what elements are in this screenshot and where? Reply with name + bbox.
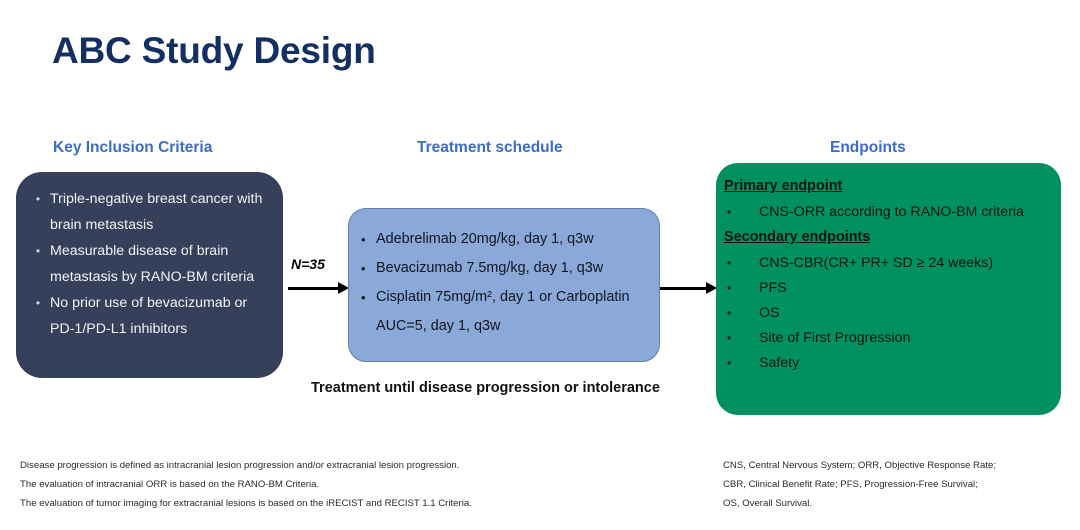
bullet-icon: •	[361, 232, 366, 247]
footnote-line: The evaluation of tumor imaging for extr…	[20, 498, 472, 509]
endpoints-panel: Primary endpoint • CNS-ORR according to …	[716, 163, 1061, 415]
enrollment-label: N=35	[291, 256, 325, 272]
secondary-endpoints-heading: Secondary endpoints	[724, 229, 871, 245]
endpoints-body: Primary endpoint • CNS-ORR according to …	[716, 163, 1061, 376]
list-item-label: OS	[759, 305, 780, 321]
column-header-inclusion: Key Inclusion Criteria	[53, 139, 213, 156]
footnote-line: CNS, Central Nervous System; ORR, Object…	[723, 460, 996, 471]
list-item-label: CNS-CBR(CR+ PR+ SD ≥ 24 weeks)	[759, 255, 994, 271]
page-title: ABC Study Design	[52, 30, 376, 71]
list-item: • Cisplatin 75mg/m², day 1 or Carboplati…	[361, 283, 649, 341]
list-item: • Adebrelimab 20mg/kg, day 1, q3w	[361, 225, 649, 254]
list-item: • CNS-CBR(CR+ PR+ SD ≥ 24 weeks)	[724, 251, 1051, 276]
list-item-label: Safety	[759, 355, 800, 371]
column-header-treatment: Treatment schedule	[417, 139, 563, 156]
bullet-icon: •	[727, 281, 732, 295]
treatment-schedule-list: • Adebrelimab 20mg/kg, day 1, q3w • Beva…	[349, 209, 659, 341]
bullet-icon: •	[361, 261, 366, 276]
list-item-label: Measurable disease of brain metastasis b…	[50, 243, 255, 285]
list-item-label: Bevacizumab 7.5mg/kg, day 1, q3w	[376, 260, 604, 276]
bullet-icon: •	[727, 256, 732, 270]
list-item: • No prior use of bevacizumab or PD-1/PD…	[26, 290, 271, 342]
arrow-shaft	[660, 287, 708, 290]
list-item-label: CNS-ORR according to RANO-BM criteria	[759, 204, 1024, 220]
bullet-icon: •	[727, 306, 732, 320]
bullet-icon: •	[35, 192, 41, 206]
arrow-shaft	[288, 287, 340, 290]
column-header-endpoints: Endpoints	[830, 139, 906, 156]
list-item-label: Site of First Progression	[759, 330, 911, 346]
footnotes-abbreviations: CNS, Central Nervous System; ORR, Object…	[723, 456, 996, 513]
flow-arrow-icon-treatment-to-endpoints	[660, 282, 718, 294]
list-item: • Site of First Progression	[724, 326, 1051, 351]
bullet-icon: •	[361, 290, 366, 305]
bullet-icon: •	[727, 356, 732, 370]
treatment-schedule-panel: • Adebrelimab 20mg/kg, day 1, q3w • Beva…	[348, 208, 660, 362]
bullet-icon: •	[35, 244, 41, 258]
list-item-label: Adebrelimab 20mg/kg, day 1, q3w	[376, 231, 594, 247]
inclusion-criteria-list: • Triple-negative breast cancer with bra…	[16, 172, 283, 342]
footnote-line: Disease progression is defined as intrac…	[20, 460, 460, 471]
inclusion-criteria-panel: • Triple-negative breast cancer with bra…	[16, 172, 283, 378]
footnote-line: The evaluation of intracranial ORR is ba…	[20, 479, 320, 490]
list-item: • Measurable disease of brain metastasis…	[26, 238, 271, 290]
bullet-icon: •	[727, 331, 732, 345]
list-item: • Bevacizumab 7.5mg/kg, day 1, q3w	[361, 254, 649, 283]
bullet-icon: •	[35, 296, 41, 310]
bullet-icon: •	[727, 205, 732, 219]
primary-endpoint-heading: Primary endpoint	[724, 178, 843, 194]
footnote-line: OS, Overall Survival.	[723, 498, 813, 509]
list-item: • CNS-ORR according to RANO-BM criteria	[724, 200, 1051, 225]
list-item-label: PFS	[759, 280, 787, 296]
secondary-endpoints-list: • CNS-CBR(CR+ PR+ SD ≥ 24 weeks) • PFS •…	[724, 251, 1051, 376]
list-item: • Safety	[724, 351, 1051, 376]
list-item-label: Cisplatin 75mg/m², day 1 or Carboplatin …	[376, 289, 630, 334]
list-item: • Triple-negative breast cancer with bra…	[26, 186, 271, 238]
list-item-label: Triple-negative breast cancer with brain…	[50, 191, 263, 233]
list-item-label: No prior use of bevacizumab or PD-1/PD-L…	[50, 295, 248, 337]
list-item: • OS	[724, 301, 1051, 326]
footnotes-left: Disease progression is defined as intrac…	[20, 456, 472, 513]
arrow-head	[338, 282, 349, 294]
treatment-duration-caption: Treatment until disease progression or i…	[311, 380, 660, 396]
primary-endpoint-list: • CNS-ORR according to RANO-BM criteria	[724, 200, 1051, 225]
flow-arrow-icon-inclusion-to-treatment	[288, 282, 350, 294]
arrow-head	[706, 282, 717, 294]
list-item: • PFS	[724, 276, 1051, 301]
footnote-line: CBR, Clinical Benefit Rate; PFS, Progres…	[723, 479, 978, 490]
